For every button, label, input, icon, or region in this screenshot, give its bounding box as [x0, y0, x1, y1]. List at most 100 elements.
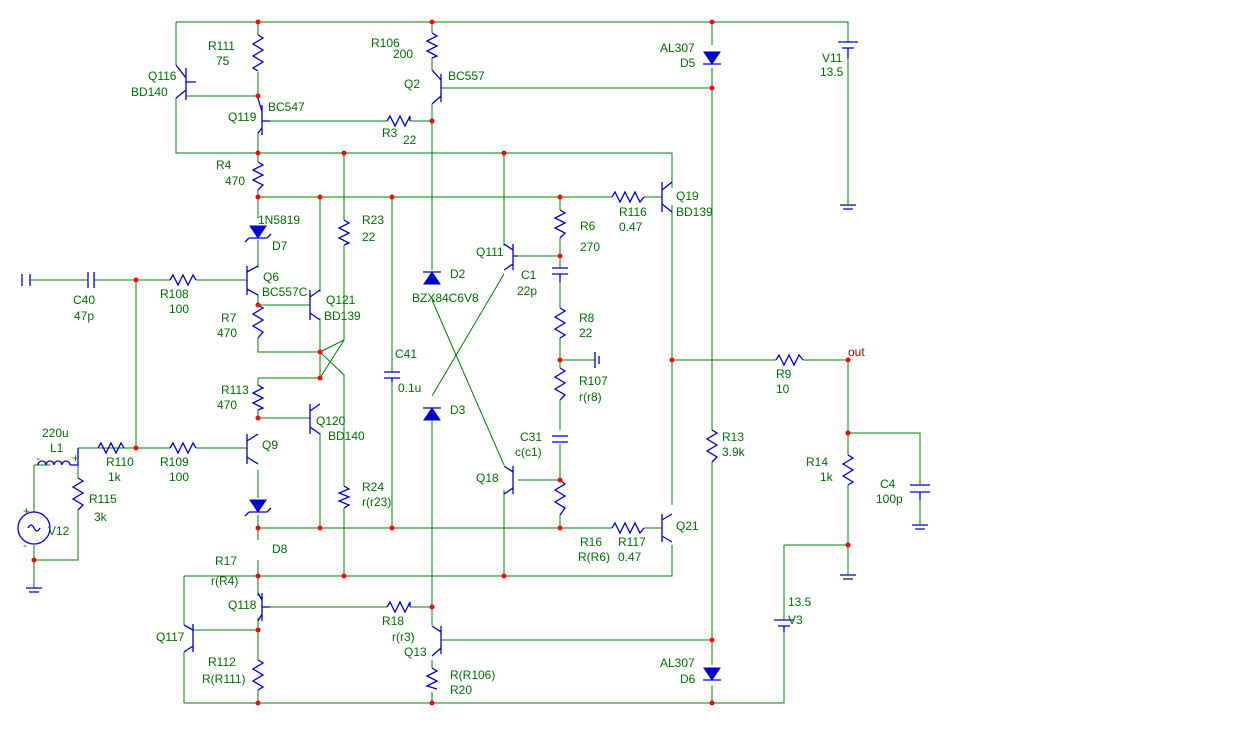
- resistor-R8: [553, 307, 567, 339]
- label-V12: V12: [48, 524, 70, 538]
- label-C1-value: 22p: [517, 284, 537, 298]
- label-Q120: Q120: [316, 414, 346, 428]
- label-D8: D8: [272, 542, 288, 556]
- transistor-Q119: [257, 97, 270, 135]
- label-R8: R8: [579, 311, 595, 325]
- label-R116-value: 0.47: [619, 220, 643, 234]
- transistor-Q6: [246, 265, 259, 296]
- label-R110: R110: [106, 455, 134, 469]
- resistor-R115: [71, 477, 85, 511]
- label-D5: D5: [680, 56, 696, 70]
- label-D3: D3: [450, 403, 466, 417]
- label-Q117: Q117: [156, 630, 185, 644]
- label-R117: R117: [618, 535, 646, 549]
- resistor-R9: [775, 353, 804, 367]
- label-Q116-part: BD140: [131, 85, 168, 99]
- resistor-R112: [251, 659, 265, 691]
- label-R108-value: 100: [169, 302, 189, 316]
- label-D6: D6: [680, 672, 696, 686]
- resistor-R116: [611, 190, 645, 204]
- label-R7-value: 470: [217, 326, 237, 340]
- label-Q9: Q9: [262, 438, 278, 452]
- label-Q18: Q18: [476, 471, 499, 485]
- resistor-R23: [337, 219, 351, 246]
- transistor-Q18: [503, 465, 514, 495]
- label-R20: R20: [450, 683, 472, 697]
- label-R17: R17: [215, 554, 237, 568]
- label-R108: R108: [160, 287, 189, 301]
- label-R6: R6: [580, 219, 596, 233]
- label-Q19: Q19: [676, 189, 699, 203]
- resistor-R24: [337, 485, 351, 509]
- resistor-R4: [251, 161, 265, 191]
- label-V3-value: 13.5: [788, 595, 812, 609]
- capacitor-C40: [87, 272, 95, 288]
- label-R14-value: 1k: [820, 470, 834, 484]
- label-D2-part: BZX84C6V8: [412, 291, 479, 305]
- diode-D6: [703, 667, 721, 681]
- label-R16: R16: [580, 535, 602, 549]
- label-R4: R4: [216, 158, 232, 172]
- label-R8-value: 22: [579, 326, 593, 340]
- label-C31: C31: [520, 430, 542, 444]
- label-D7-part: 1N5819: [258, 213, 300, 227]
- label-V11: V11: [822, 51, 843, 65]
- label-R23: R23: [362, 213, 384, 227]
- label-R106b-value: R(R106): [450, 668, 495, 682]
- label-out: out: [848, 345, 865, 359]
- ground-mid: [594, 352, 600, 368]
- labels: R111 75 Q116 BD140 BC547 Q119 R106 200 Q…: [23, 36, 903, 697]
- label-R18: R18: [382, 614, 404, 628]
- label-R13: R13: [722, 430, 744, 444]
- label-R113: R113: [221, 383, 249, 397]
- transistor-Q116: [175, 64, 196, 100]
- label-C41-value: 0.1u: [398, 381, 421, 395]
- transistor-Q21: [661, 513, 673, 543]
- resistor-R16: [553, 479, 567, 516]
- label-R24-value: r(r23): [362, 495, 391, 509]
- label-L1-minus: -: [36, 451, 40, 465]
- resistor-R3: [386, 114, 411, 128]
- label-R113-value: 470: [217, 398, 237, 412]
- ground-R14: [840, 574, 856, 580]
- junctions: [31, 19, 851, 706]
- label-D7: D7: [272, 239, 288, 253]
- label-C41: C41: [395, 347, 417, 361]
- transistor-Q2: [431, 69, 442, 105]
- ground-C4: [912, 524, 928, 530]
- transistor-Q117: [183, 624, 194, 653]
- capacitor-C4: [910, 484, 930, 500]
- label-R4-value: 470: [225, 174, 245, 188]
- label-Q118: Q118: [228, 598, 257, 612]
- label-R6-value: 270: [580, 240, 600, 254]
- label-Q119: Q119: [228, 110, 257, 124]
- transistor-Q121: [309, 289, 321, 321]
- capacitor-C1: [552, 267, 568, 282]
- label-L1-plus: +: [72, 451, 79, 465]
- label-Q6-part: BC557C: [262, 285, 308, 299]
- label-R18-value: r(r3): [392, 630, 415, 644]
- label-R112: R112: [208, 655, 236, 669]
- label-R109-value: 100: [169, 470, 189, 484]
- label-R3: R3: [382, 126, 398, 140]
- label-D2: D2: [450, 267, 466, 281]
- label-R115: R115: [89, 492, 117, 506]
- label-R109: R109: [160, 455, 189, 469]
- label-R107-value: r(r8): [579, 390, 602, 404]
- label-R106-value: 200: [393, 47, 413, 61]
- label-Q121-part: BD139: [324, 309, 361, 323]
- label-R107: R107: [579, 374, 608, 388]
- ground-V11: [840, 204, 856, 210]
- label-Q2-part: BC557: [448, 69, 485, 83]
- zener-D2: [423, 271, 441, 285]
- label-Q119-part: BC547: [268, 100, 305, 114]
- label-R23-value: 22: [362, 230, 376, 244]
- label-Q2: Q2: [404, 77, 420, 91]
- label-V3: V3: [788, 613, 803, 627]
- resistor-R113: [251, 384, 265, 411]
- label-Q111: Q111: [476, 245, 504, 259]
- diode-D5: [703, 51, 721, 65]
- label-R115-value: 3k: [94, 510, 108, 524]
- input-terminal: [21, 274, 31, 286]
